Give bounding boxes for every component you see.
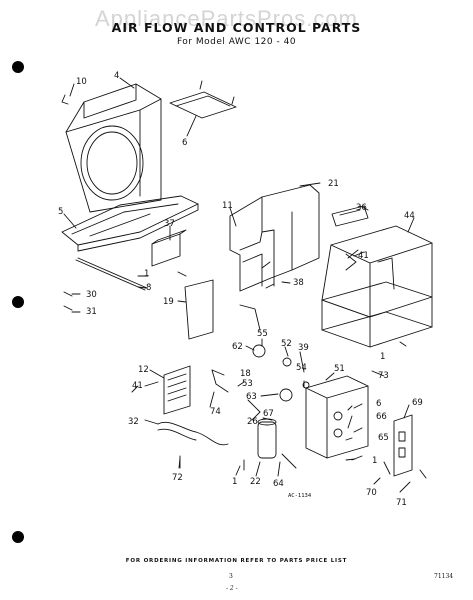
callout-label: 54 xyxy=(296,363,307,373)
callout-label: 6 xyxy=(182,138,187,148)
diagram-subtitle: For Model AWC 120 - 40 xyxy=(176,37,297,47)
callout-label: 64 xyxy=(273,479,284,489)
rod-part xyxy=(75,259,146,291)
capacitor-part xyxy=(257,418,277,459)
switch-part xyxy=(279,388,293,402)
callout-label: 71 xyxy=(396,498,407,508)
callout-label: 21 xyxy=(328,179,339,189)
document-number: 71134 xyxy=(434,573,454,580)
ordering-note: FOR ORDERING INFORMATION REFER TO PARTS … xyxy=(125,558,348,564)
callout-label: 10 xyxy=(76,77,87,87)
callout-label: 73 xyxy=(378,371,389,381)
grille-part xyxy=(163,365,191,415)
callout-label: 41 xyxy=(358,251,369,261)
figure-code: AC-1134 xyxy=(288,493,312,499)
base-tray-part xyxy=(61,195,199,252)
callout-label: 1 xyxy=(380,352,385,362)
callout-label: 12 xyxy=(138,365,149,375)
callout-label: 44 xyxy=(404,211,415,221)
callout-label: 62 xyxy=(232,342,243,352)
control-panel-part xyxy=(331,205,369,227)
callout-label: 4 xyxy=(114,71,119,81)
callout-label: 63 xyxy=(246,392,257,402)
callout-label: 1 xyxy=(372,456,377,466)
front-shroud-part xyxy=(65,83,162,213)
mount-bracket-part xyxy=(151,229,187,267)
wire-part xyxy=(281,453,297,469)
diagram-title: AIR FLOW AND CONTROL PARTS xyxy=(111,20,362,35)
callout-label: 32 xyxy=(128,417,139,427)
switch-plate-part xyxy=(393,414,413,477)
callout-label: 19 xyxy=(163,297,174,307)
callout-label: 41 xyxy=(132,381,143,391)
cord-part xyxy=(157,421,229,446)
callout-label: 8 xyxy=(146,283,151,293)
callout-label: 51 xyxy=(334,364,345,374)
callout-label: 52 xyxy=(281,339,292,349)
knob-part xyxy=(252,344,266,358)
callout-label: 55 xyxy=(257,329,268,339)
callout-label: 70 xyxy=(366,488,377,498)
callout-label: 31 xyxy=(86,307,97,317)
bracket-part xyxy=(169,80,237,119)
wire-part xyxy=(247,399,261,421)
callout-label: 37 xyxy=(164,219,175,229)
callout-label: 11 xyxy=(222,201,233,211)
callout-label: 74 xyxy=(210,407,221,417)
callout-label: 65 xyxy=(378,433,389,443)
callout-label: 30 xyxy=(86,290,97,300)
callout-label: 72 xyxy=(172,473,183,483)
handwritten-mark: - 2 - xyxy=(226,585,238,592)
binder-hole-icon xyxy=(12,61,24,73)
plate-part xyxy=(184,279,214,340)
binder-hole-icon xyxy=(12,531,24,543)
callout-label: 38 xyxy=(293,278,304,288)
callout-label: 67 xyxy=(263,409,274,419)
callout-label: 22 xyxy=(250,477,261,487)
knob-part xyxy=(282,357,292,367)
callout-label: 26 xyxy=(247,417,258,427)
wire-part xyxy=(211,369,229,393)
callout-label: 1 xyxy=(232,477,237,487)
callout-label: 53 xyxy=(242,379,253,389)
watermark: AppliancePartsPros.com xyxy=(95,6,358,31)
callout-label: 66 xyxy=(376,412,387,422)
callout-label: 5 xyxy=(58,207,63,217)
cabinet-housing-part xyxy=(321,225,433,348)
callout-label: 1 xyxy=(144,269,149,279)
callout-label: 18 xyxy=(240,369,251,379)
clip-part xyxy=(61,94,69,105)
callout-label: 36 xyxy=(356,203,367,213)
page-number: 3 xyxy=(229,573,233,580)
callout-label: 39 xyxy=(298,343,309,353)
control-box-part xyxy=(305,375,369,459)
callout-label: 6 xyxy=(376,399,381,409)
knob-part xyxy=(302,381,310,389)
callout-label: 69 xyxy=(412,398,423,408)
bulkhead-part xyxy=(229,184,320,331)
binder-hole-icon xyxy=(12,296,24,308)
